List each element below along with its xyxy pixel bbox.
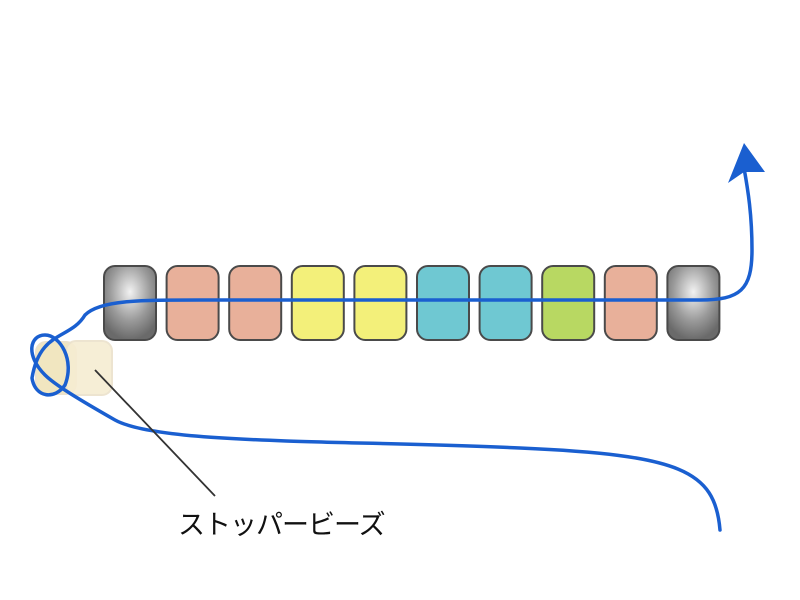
bead [603, 265, 658, 341]
bead [666, 265, 721, 341]
arrow-head-icon [728, 143, 765, 183]
stopper-beads [35, 340, 113, 396]
bead [478, 265, 533, 341]
bead [165, 265, 220, 341]
bead [228, 265, 283, 341]
bead [353, 265, 408, 341]
bead [541, 265, 596, 341]
thread [30, 166, 754, 532]
bead-row [103, 265, 721, 341]
bead [290, 265, 345, 341]
stopper-bead-label: ストッパービーズ [178, 510, 386, 541]
leader-line [94, 369, 216, 497]
bead [416, 265, 470, 341]
stopper-bead [65, 340, 113, 396]
